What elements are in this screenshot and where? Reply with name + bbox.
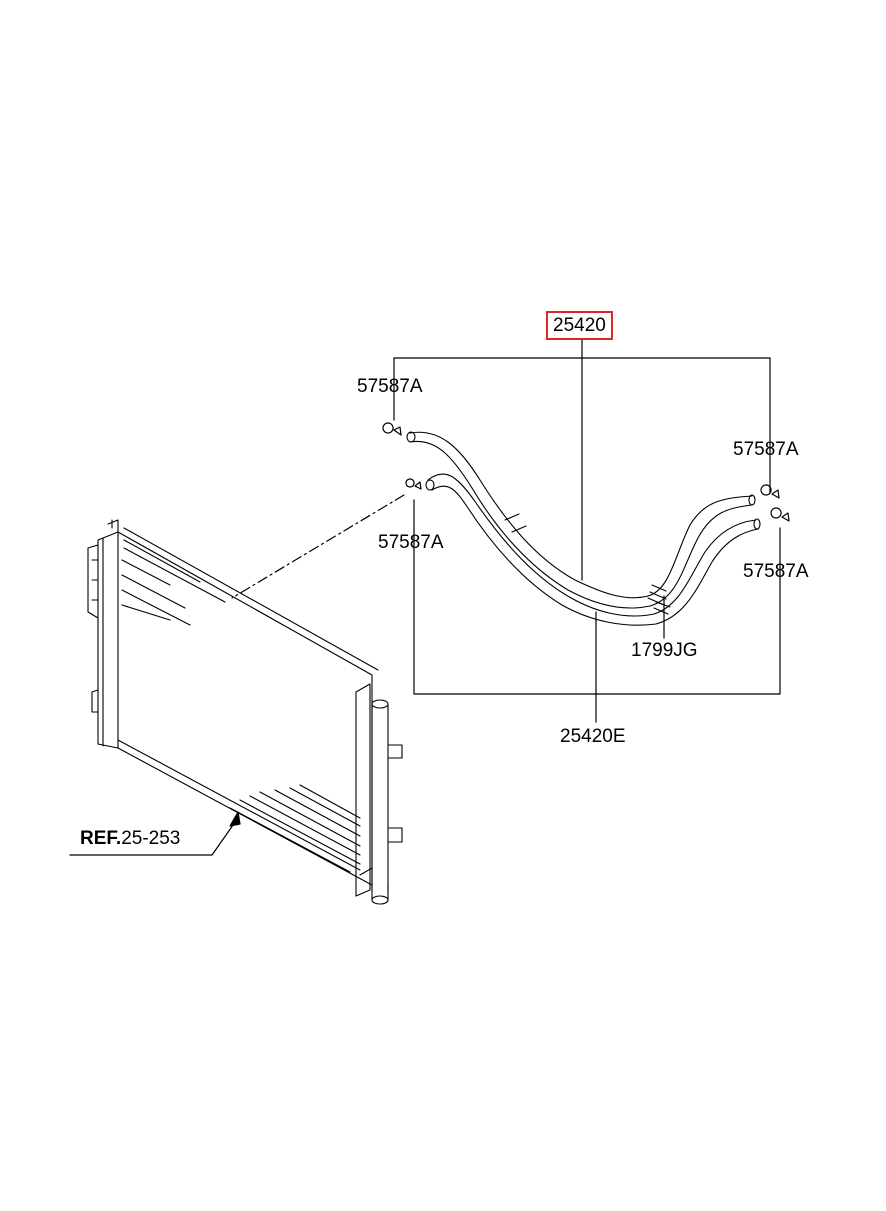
leader-25420e <box>413 499 781 723</box>
reference-leader <box>69 817 239 856</box>
part-label-clamp-top-right[interactable]: 57587A <box>733 439 799 460</box>
part-label-clamp-bottom-right[interactable]: 57587A <box>743 561 809 582</box>
part-label-hose-clip[interactable]: 1799JG <box>631 640 698 661</box>
part-label-clamp-mid-left[interactable]: 57587A <box>378 532 444 553</box>
reference-label[interactable]: REF.25-253 <box>80 829 180 848</box>
clamp-icon <box>770 507 790 522</box>
clamp-icon <box>405 478 422 490</box>
leader-25420 <box>393 336 771 581</box>
reference-arrow-icon <box>229 811 241 827</box>
clamp-icon <box>382 422 402 436</box>
assembly-connector-line <box>231 494 405 599</box>
part-label-clamp-top-left[interactable]: 57587A <box>357 376 423 397</box>
part-label-main-assembly[interactable]: 25420 <box>546 311 613 340</box>
clamp-icon <box>760 484 780 499</box>
reference-prefix: REF. <box>80 828 122 849</box>
part-label-hose-sub[interactable]: 25420E <box>560 726 626 747</box>
reference-number: 25-253 <box>121 828 181 849</box>
cooler-hose-icon <box>406 431 761 626</box>
condenser-icon <box>87 519 403 905</box>
